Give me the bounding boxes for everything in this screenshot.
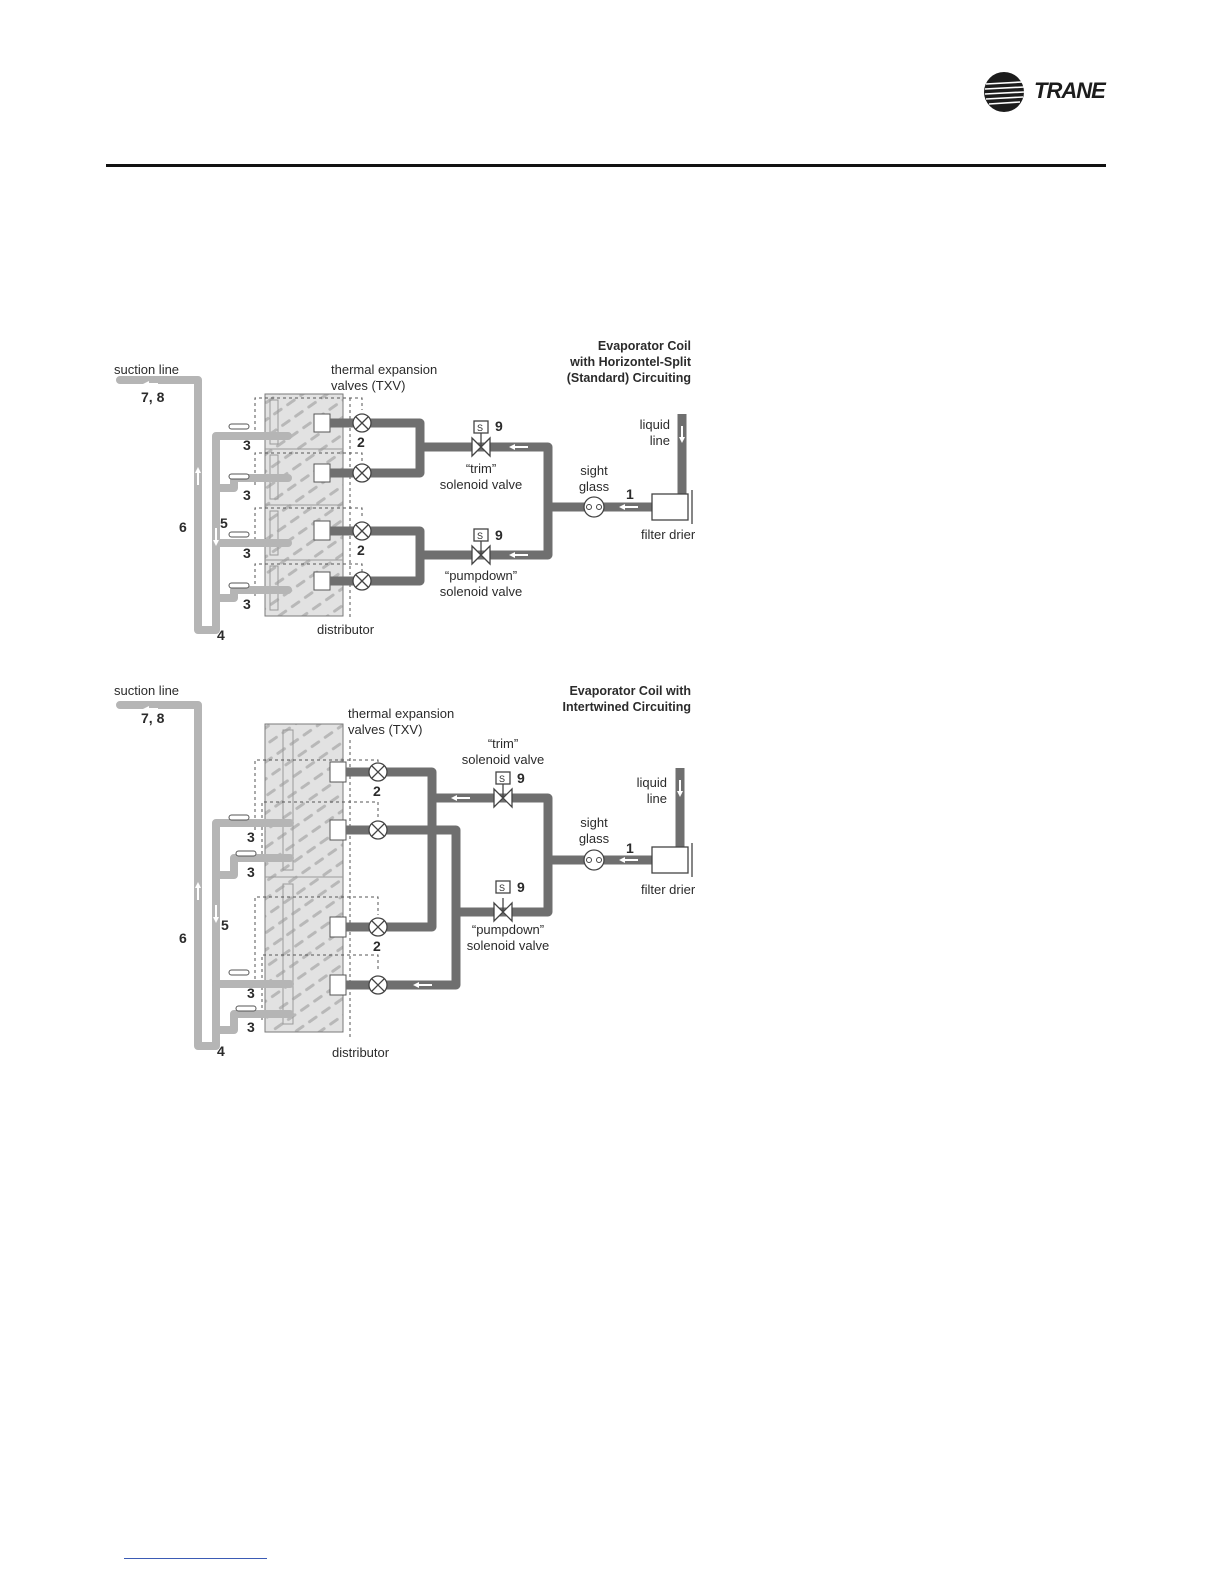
title-line-1: Evaporator Coil — [598, 339, 691, 353]
callout-3: 3 — [247, 864, 255, 880]
callout-5: 5 — [220, 515, 228, 531]
txv-symbols — [352, 413, 372, 591]
callout-3: 3 — [247, 829, 255, 845]
filter-drier-symbol — [651, 490, 693, 524]
callout-4: 4 — [217, 627, 225, 643]
callout-3: 3 — [243, 596, 251, 612]
trane-logo: TRANE — [982, 70, 1112, 114]
solenoid-s-mark: S — [477, 531, 483, 541]
callout-9: 9 — [495, 418, 503, 434]
liquid-line-label-1: liquid — [640, 417, 670, 432]
solenoid-valves — [471, 420, 491, 566]
brand-name: TRANE — [1034, 78, 1106, 103]
callout-9: 9 — [517, 770, 525, 786]
suction-piping — [116, 701, 294, 1050]
pumpdown-valve-label-2: solenoid valve — [440, 584, 522, 599]
callout-4: 4 — [217, 1043, 225, 1059]
solenoid-valves — [493, 771, 513, 923]
callout-7-8: 7, 8 — [141, 710, 165, 726]
pumpdown-valve-label-1: “pumpdown” — [472, 922, 544, 937]
callout-6: 6 — [179, 930, 187, 946]
title-line-3: (Standard) Circuiting — [567, 371, 691, 385]
solenoid-s-mark: S — [499, 883, 505, 893]
sight-glass-label-1: sight — [580, 815, 608, 830]
sight-glass-symbol — [583, 496, 605, 518]
callout-9: 9 — [495, 527, 503, 543]
callout-2: 2 — [357, 434, 365, 450]
callout-2: 2 — [373, 938, 381, 954]
diagram-top: S S suction line thermal expansion valve… — [114, 339, 696, 643]
suction-piping — [116, 376, 292, 634]
callout-2: 2 — [373, 783, 381, 799]
callout-3: 3 — [247, 985, 255, 1001]
liquid-line-label-2: line — [650, 433, 670, 448]
suction-line-label: suction line — [114, 683, 179, 698]
trim-valve-label-2: solenoid valve — [440, 477, 522, 492]
title-line-1: Evaporator Coil with — [569, 684, 691, 698]
txv-label-1: thermal expansion — [331, 362, 437, 377]
sight-glass-label-1: sight — [580, 463, 608, 478]
txv-label-1: thermal expansion — [348, 706, 454, 721]
callout-5: 5 — [221, 917, 229, 933]
callout-3: 3 — [243, 545, 251, 561]
txv-symbols — [368, 762, 388, 995]
callout-1: 1 — [626, 486, 634, 502]
callout-1: 1 — [626, 840, 634, 856]
filter-drier-label: filter drier — [641, 527, 696, 542]
callout-3: 3 — [247, 1019, 255, 1035]
txv-label-2: valves (TXV) — [331, 378, 405, 393]
liquid-line-label-1: liquid — [637, 775, 667, 790]
txv-label-2: valves (TXV) — [348, 722, 422, 737]
trim-valve-label-2: solenoid valve — [462, 752, 544, 767]
filter-drier-symbol — [651, 843, 693, 877]
callout-3: 3 — [243, 487, 251, 503]
pumpdown-valve-label-1: “pumpdown” — [445, 568, 517, 583]
trim-valve-label-1: “trim” — [488, 736, 518, 751]
diagram-bottom: S S suction line thermal expansion valve… — [114, 683, 696, 1060]
filter-drier-label: filter drier — [641, 882, 696, 897]
solenoid-s-mark: S — [477, 423, 483, 433]
callout-3: 3 — [243, 437, 251, 453]
solenoid-s-mark: S — [499, 774, 505, 784]
sight-glass-label-2: glass — [579, 831, 610, 846]
pumpdown-valve-label-2: solenoid valve — [467, 938, 549, 953]
title-line-2: with Horizontel-Split — [569, 355, 692, 369]
header-rule — [106, 164, 1106, 167]
sight-glass-label-2: glass — [579, 479, 610, 494]
distributor-label: distributor — [332, 1045, 390, 1060]
callout-6: 6 — [179, 519, 187, 535]
suction-line-label: suction line — [114, 362, 179, 377]
sight-glass-symbol — [583, 849, 605, 871]
trim-valve-label-1: “trim” — [466, 461, 496, 476]
liquid-line-label-2: line — [647, 791, 667, 806]
callout-7-8: 7, 8 — [141, 389, 165, 405]
trane-globe-icon — [984, 72, 1025, 112]
footer-link-rule — [124, 1558, 267, 1559]
title-line-2: Intertwined Circuiting — [563, 700, 691, 714]
callout-9: 9 — [517, 879, 525, 895]
callout-2: 2 — [357, 542, 365, 558]
distributor-label: distributor — [317, 622, 375, 637]
